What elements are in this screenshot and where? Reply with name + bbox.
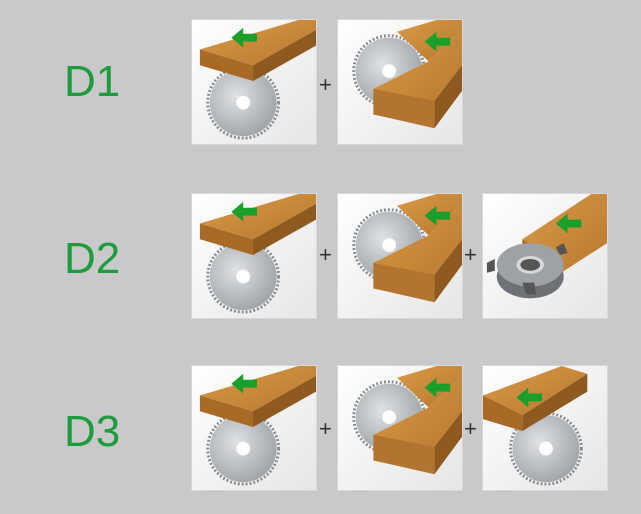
- saw-below-board-tile: [191, 19, 317, 145]
- plus-sign: +: [464, 416, 477, 441]
- saw-below-board-tile: [191, 365, 317, 491]
- plus-sign: +: [319, 416, 332, 441]
- plus-sign: +: [319, 72, 332, 97]
- row-label-d1: D1: [64, 57, 121, 106]
- saw-below-board-tile: [191, 193, 317, 319]
- saw-below-board-offset-tile: [482, 365, 608, 491]
- plus-sign: +: [464, 242, 477, 267]
- plus-sign: +: [319, 242, 332, 267]
- row-label-d2: D2: [64, 234, 121, 283]
- row-label-d3: D3: [64, 407, 121, 456]
- profile-cutter-tile: [482, 193, 608, 319]
- saw-groove-tile: [337, 19, 463, 145]
- saw-groove-tile: [337, 365, 463, 491]
- saw-groove-tile: [337, 193, 463, 319]
